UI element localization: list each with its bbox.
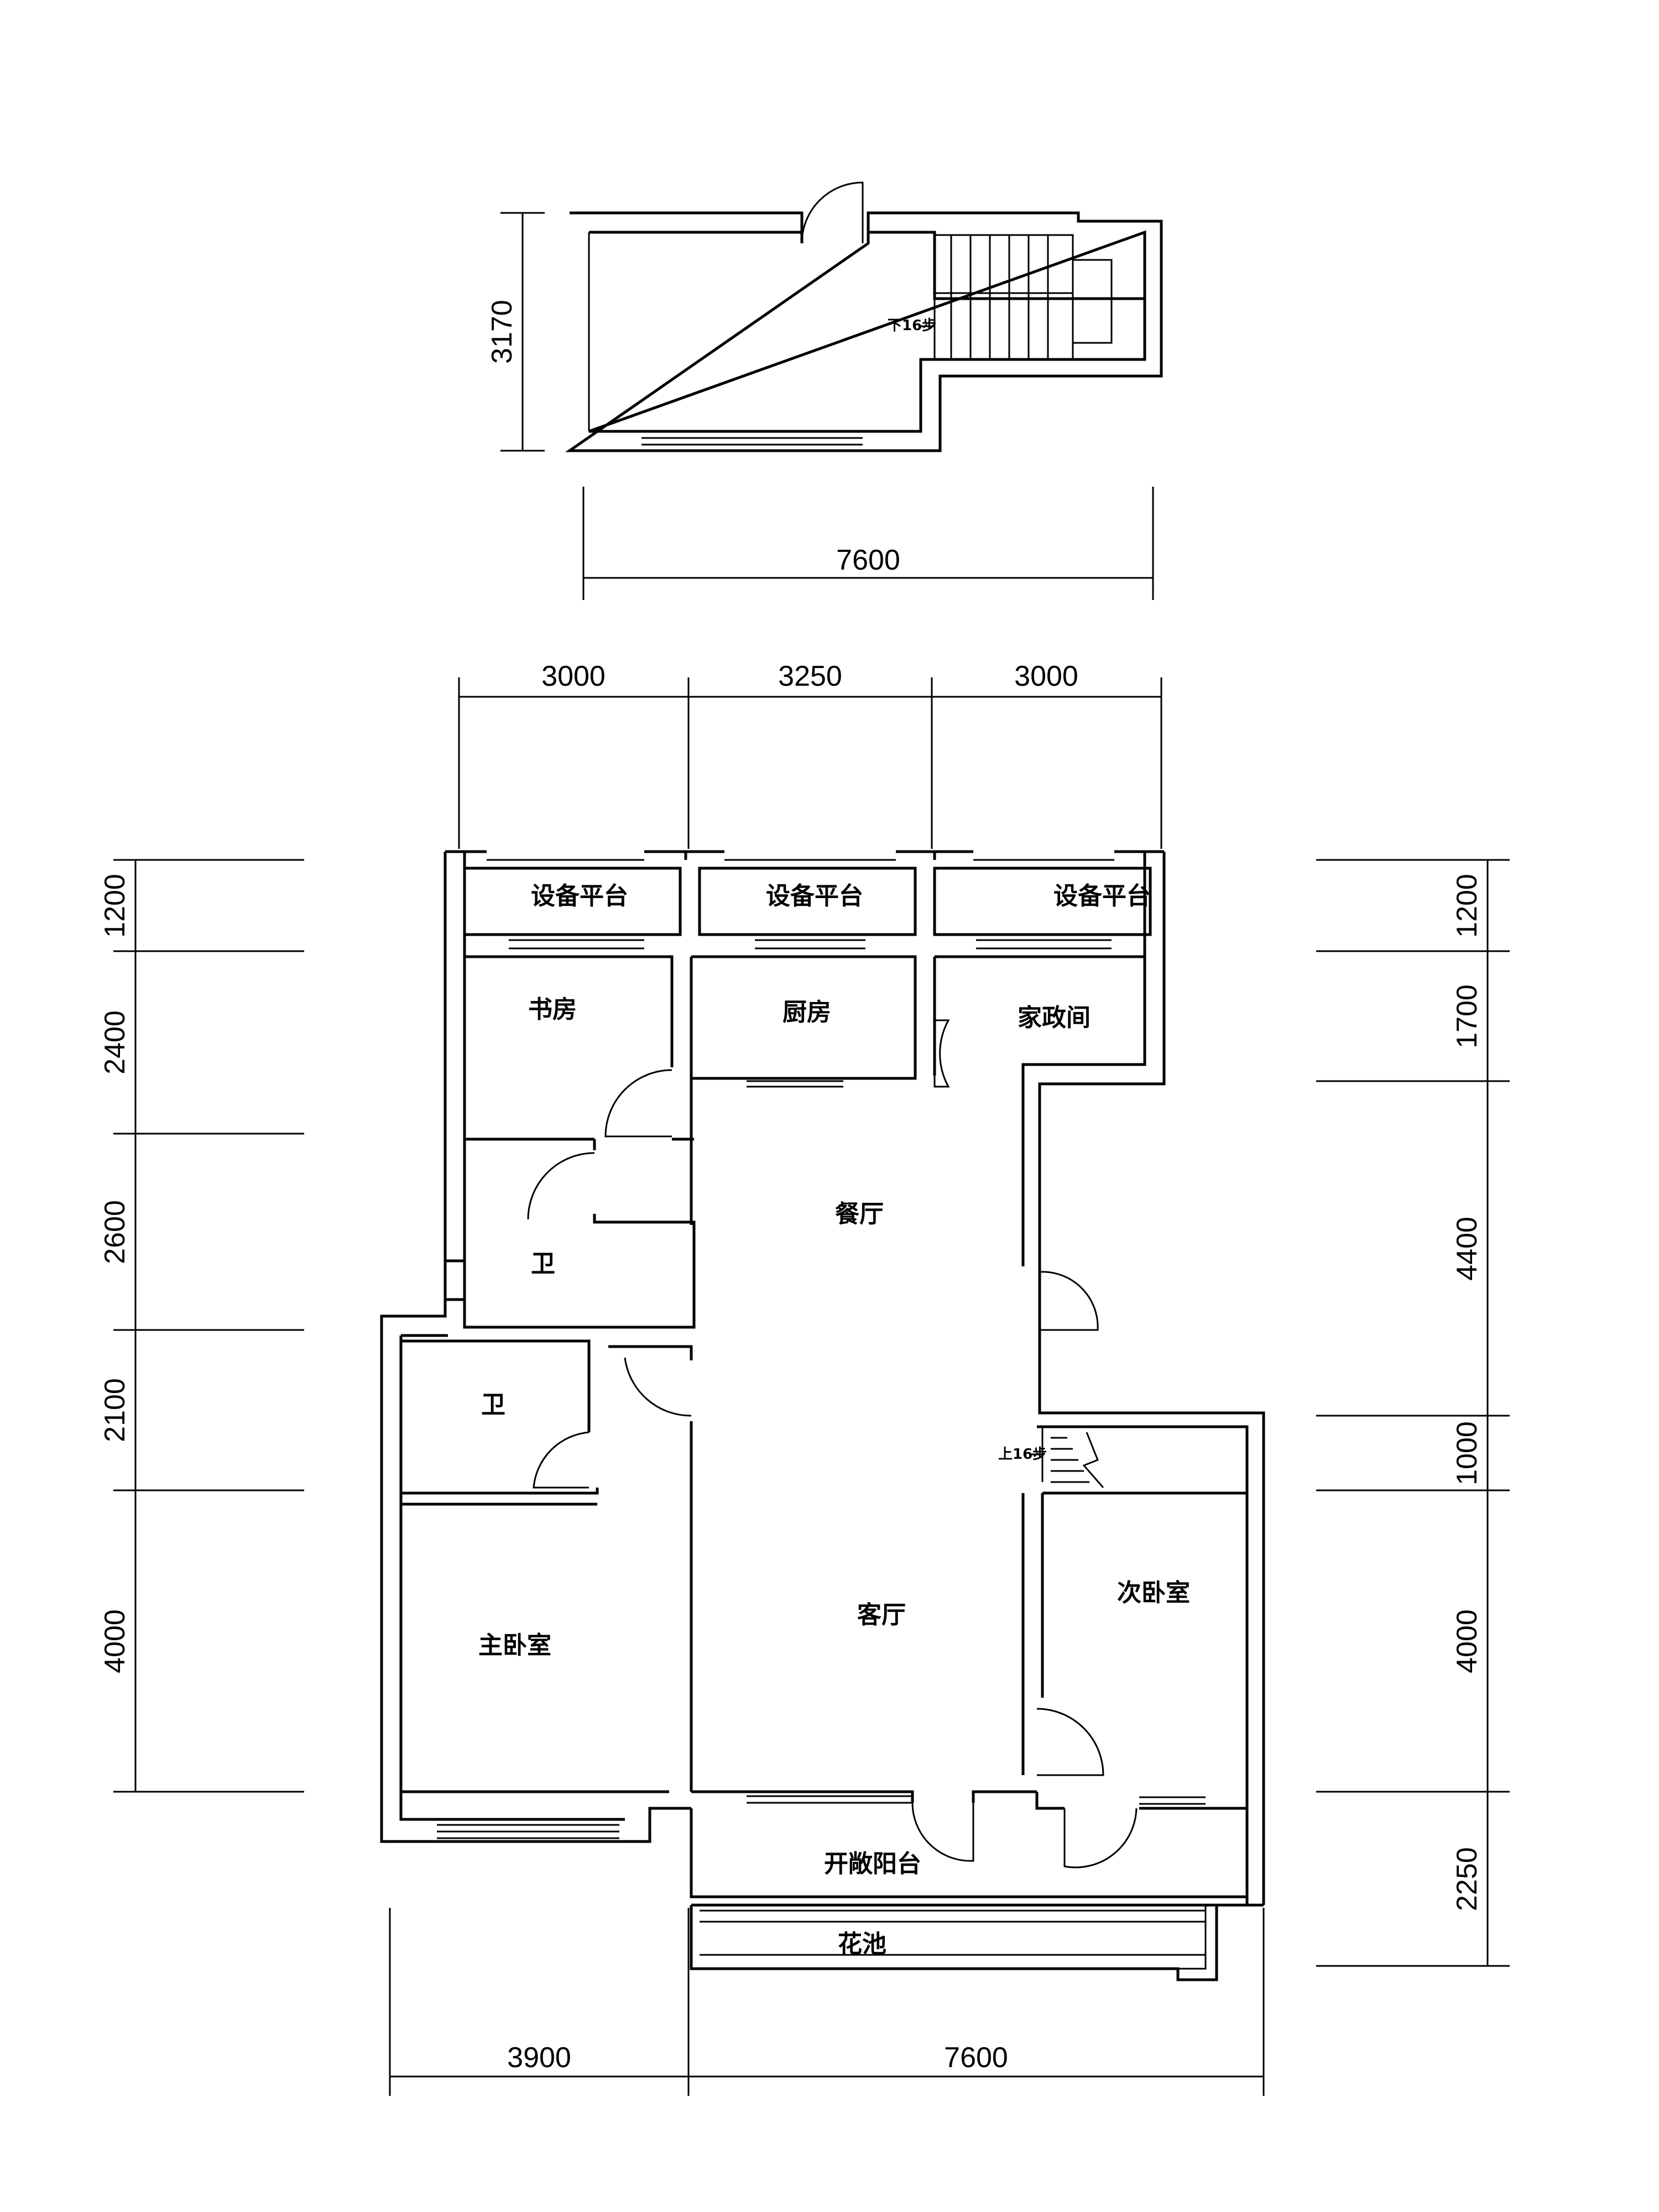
room-kitchen: 厨房 xyxy=(782,998,831,1026)
room-second-bedroom: 次卧室 xyxy=(1117,1579,1190,1607)
dim-right-5: 4000 xyxy=(1451,1609,1483,1673)
roof-plan: 下16步 xyxy=(565,181,1163,452)
room-dining: 餐厅 xyxy=(835,1200,884,1228)
dim-right-4: 1000 xyxy=(1451,1421,1483,1485)
dim-left-2: 2400 xyxy=(99,1010,131,1074)
dim-bottom-1: 3900 xyxy=(507,2042,571,2074)
room-bath-2: 卫 xyxy=(481,1391,505,1419)
room-utility: 家政间 xyxy=(1018,1004,1091,1032)
dim-left-1: 1200 xyxy=(99,874,131,938)
room-living: 客厅 xyxy=(857,1601,906,1629)
dim-top-2: 3250 xyxy=(778,660,842,692)
main-plan: 上16步 xyxy=(380,850,1265,1981)
dim-top-1: 3000 xyxy=(541,660,606,692)
right-dimensions: 1200 1700 4400 1000 4000 2250 xyxy=(1316,859,1510,1967)
stair-down-note: 下16步 xyxy=(888,317,936,334)
room-platform-2: 设备平台 xyxy=(766,882,863,910)
dim-right-3: 4400 xyxy=(1451,1217,1483,1281)
roof-stair xyxy=(921,234,1113,361)
room-platform-3: 设备平台 xyxy=(1053,882,1151,910)
dim-right-2: 1700 xyxy=(1451,984,1483,1048)
room-master-bedroom: 主卧室 xyxy=(478,1631,551,1660)
room-study: 书房 xyxy=(528,995,577,1024)
roof-dimensions: 3170 7600 xyxy=(486,212,1154,600)
top-dimensions: 3000 3250 3000 xyxy=(458,660,1162,849)
room-flower-bed: 花池 xyxy=(838,1930,886,1958)
dim-bottom-2: 7600 xyxy=(944,2042,1008,2074)
stair-up-note: 上16步 xyxy=(998,1446,1047,1463)
room-open-balcony: 开敞阳台 xyxy=(824,1850,921,1878)
dim-roof-height: 3170 xyxy=(486,300,518,364)
dim-right-1: 1200 xyxy=(1451,874,1483,938)
left-dimensions: 1200 2400 2600 2100 4000 xyxy=(99,859,304,1793)
bottom-dimensions: 3900 7600 xyxy=(389,1908,1265,2096)
room-platform-1: 设备平台 xyxy=(531,882,628,910)
dim-roof-width: 7600 xyxy=(836,544,900,576)
equipment-platforms xyxy=(445,850,1164,936)
room-bath-1: 卫 xyxy=(531,1250,555,1278)
dim-left-4: 2100 xyxy=(99,1378,131,1442)
dim-left-3: 2600 xyxy=(99,1200,131,1264)
main-stair xyxy=(1031,1427,1104,1488)
dim-left-5: 4000 xyxy=(99,1609,131,1673)
dim-right-6: 2250 xyxy=(1451,1847,1483,1911)
dim-top-3: 3000 xyxy=(1014,660,1078,692)
room-labels: 设备平台 设备平台 设备平台 书房 厨房 家政间 餐厅 卫 卫 客厅 主卧室 次… xyxy=(478,882,1190,1958)
